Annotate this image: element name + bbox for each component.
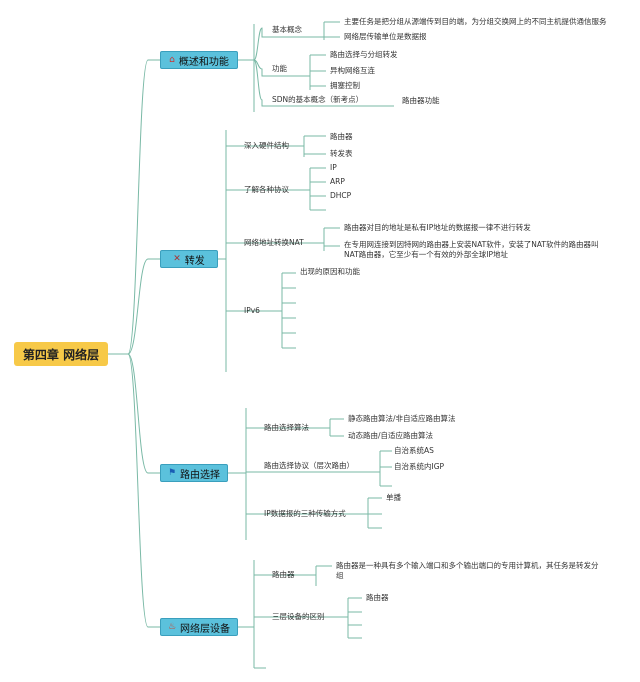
- branch-devices-label: 网络层设备: [180, 623, 231, 635]
- node-dhcp[interactable]: DHCP: [330, 191, 352, 200]
- node-transmission[interactable]: IP数据报的三种传输方式: [264, 509, 346, 518]
- node-router-function[interactable]: 路由器功能: [402, 96, 440, 105]
- node-ip[interactable]: IP: [330, 163, 337, 172]
- node-routing-algorithm[interactable]: 路由选择算法: [264, 423, 309, 432]
- node-routing-forwarding[interactable]: 路由选择与分组转发: [330, 50, 398, 59]
- root-node[interactable]: 第四章 网络层: [14, 342, 108, 366]
- branch-routing-label: 路由选择: [180, 469, 221, 481]
- branch-routing[interactable]: ⚑ 路由选择: [160, 464, 228, 482]
- node-function[interactable]: 功能: [272, 64, 287, 73]
- node-hardware[interactable]: 深入硬件结构: [244, 141, 289, 150]
- node-sdn[interactable]: SDN的基本概念（新考点）: [272, 95, 364, 104]
- root-label: 第四章 网络层: [22, 347, 100, 362]
- node-ipv6[interactable]: IPv6: [244, 306, 260, 315]
- node-ipv6-reason[interactable]: 出现的原因和功能: [300, 267, 360, 276]
- branch-overview[interactable]: ⌂ 概述和功能: [160, 51, 238, 69]
- node-main-task[interactable]: 主要任务是把分组从源端传到目的端，为分组交换网上的不同主机提供通信服务: [344, 17, 607, 26]
- node-nat[interactable]: 网络地址转换NAT: [244, 238, 304, 247]
- node-igp[interactable]: 自治系统内IGP: [394, 462, 445, 471]
- node-basic-concept[interactable]: 基本概念: [272, 25, 302, 34]
- branch-forwarding-label: 转发: [184, 255, 205, 267]
- home-icon: ⌂: [169, 55, 175, 65]
- node-dynamic-routing[interactable]: 动态路由/自适应路由算法: [348, 431, 434, 440]
- tools-icon: ✕: [173, 254, 181, 264]
- branch-overview-label: 概述和功能: [178, 56, 229, 68]
- node-diff-router[interactable]: 路由器: [366, 593, 389, 602]
- node-nat-private[interactable]: 路由器对目的地址是私有IP地址的数据报一律不进行转发: [344, 223, 531, 232]
- node-static-routing[interactable]: 静态路由算法/非自适应路由算法: [348, 414, 456, 423]
- node-device-router[interactable]: 路由器: [272, 570, 295, 579]
- node-transfer-unit[interactable]: 网络层传输单位是数据报: [344, 32, 427, 41]
- flag-icon: ⚑: [167, 468, 177, 478]
- node-protocols[interactable]: 了解各种协议: [244, 185, 289, 194]
- node-forwarding-table[interactable]: 转发表: [330, 149, 353, 158]
- node-as[interactable]: 自治系统AS: [394, 446, 434, 455]
- branch-devices[interactable]: ♨ 网络层设备: [160, 618, 238, 636]
- node-arp[interactable]: ARP: [330, 177, 345, 186]
- node-router-description[interactable]: 路由器是一种具有多个输入端口和多个输出端口的专用计算机，其任务是转发分组: [336, 561, 599, 580]
- node-congestion[interactable]: 拥塞控制: [330, 81, 360, 90]
- node-heterogeneous[interactable]: 异构网络互连: [330, 66, 375, 75]
- node-layer3-diff[interactable]: 三层设备的区别: [272, 612, 325, 621]
- fire-icon: ♨: [167, 622, 177, 632]
- node-unicast[interactable]: 单播: [386, 493, 401, 502]
- node-nat-router[interactable]: 在专用网连接到因特网的路由器上安装NAT软件，安装了NAT软件的路由器叫NAT路…: [344, 240, 599, 259]
- branch-forwarding[interactable]: ✕ 转发: [160, 250, 218, 268]
- node-router[interactable]: 路由器: [330, 132, 353, 141]
- node-routing-protocol[interactable]: 路由选择协议（层次路由）: [264, 461, 354, 470]
